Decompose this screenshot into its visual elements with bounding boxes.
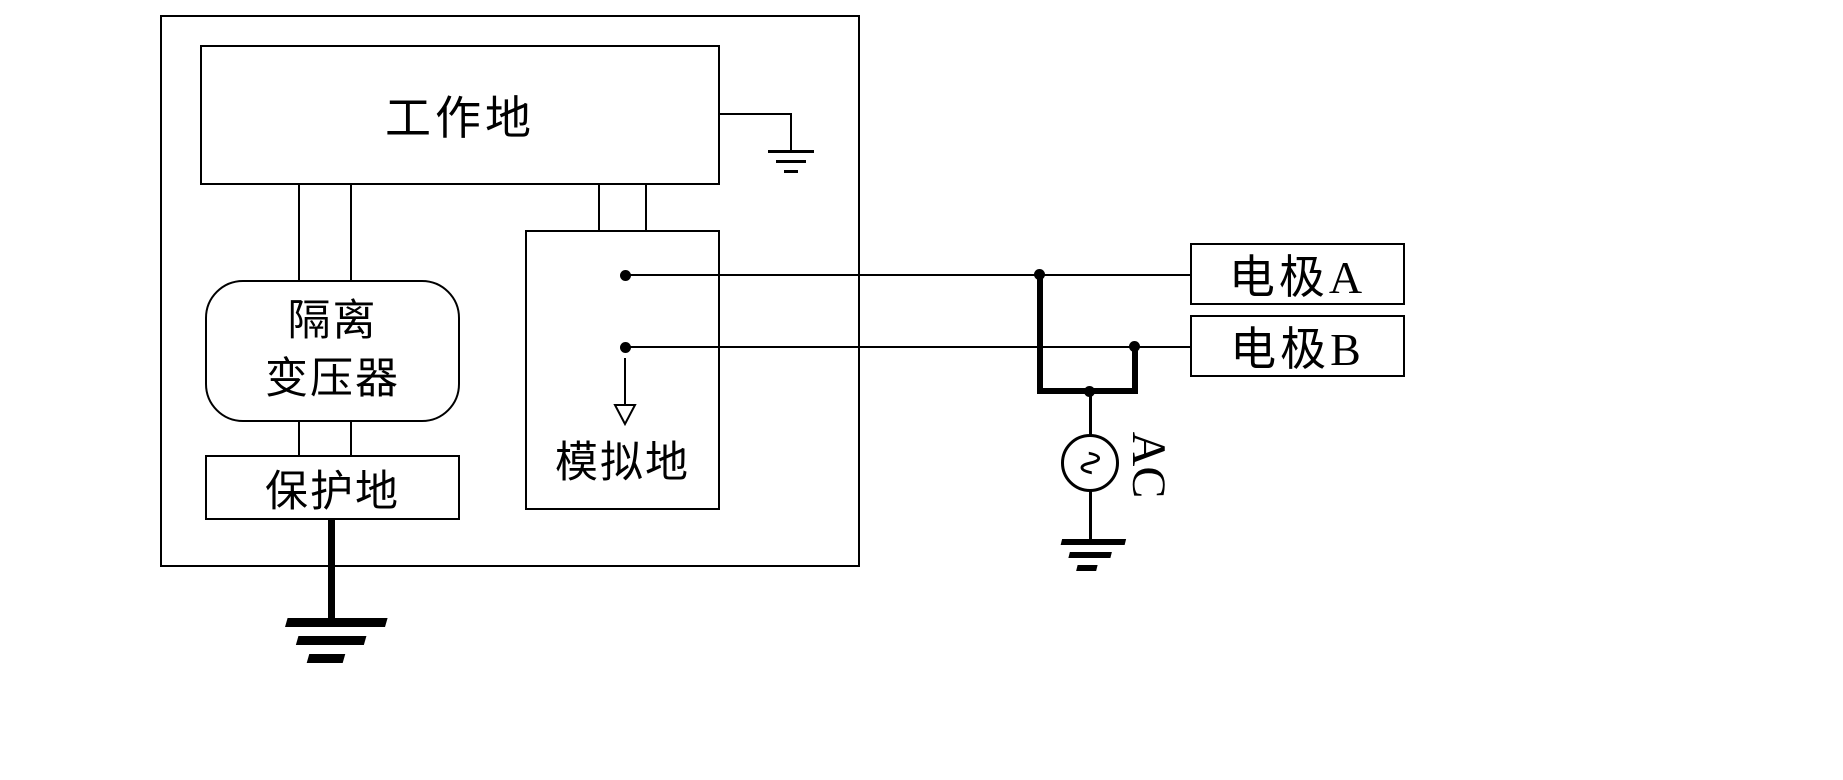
wire-tap-a-down <box>1037 275 1043 394</box>
ground-bar <box>285 618 388 627</box>
wire-analog-left <box>598 185 600 230</box>
junction-dot-ac <box>1084 386 1095 397</box>
wire-electrode-b <box>625 346 1191 348</box>
wire-arrow-shaft <box>624 358 626 404</box>
earth-ground-icon <box>1054 539 1127 572</box>
wire-transformer-right <box>350 185 352 282</box>
ground-bar <box>768 150 814 153</box>
wire-transformer-left <box>298 185 300 282</box>
open-arrowhead-down-icon <box>613 404 637 426</box>
wire-earth-drop <box>790 113 792 152</box>
ground-bar <box>1068 552 1112 558</box>
ground-bar <box>1060 539 1127 545</box>
junction-dot-a <box>1034 269 1045 280</box>
wire-protective-to-earth <box>328 519 335 620</box>
working-ground-box: 工作地 <box>200 45 720 185</box>
electrode-b-label: 电极B <box>1230 324 1365 375</box>
protective-ground-label: 保护地 <box>265 468 400 516</box>
electrode-a-box: 电极A <box>1190 243 1405 305</box>
analog-ground-label: 模拟地 <box>555 440 690 487</box>
wire-protective-right <box>350 420 352 457</box>
wire-to-ac-source <box>1089 394 1092 436</box>
wire-working-ground-to-earth <box>718 113 792 115</box>
isolation-transformer-label: 隔离 变压器 <box>265 293 400 409</box>
earth-ground-icon <box>768 150 814 176</box>
ground-bar <box>295 636 367 645</box>
wire-analog-right <box>645 185 647 230</box>
wire-ac-to-earth <box>1089 490 1092 540</box>
junction-dot-b <box>1129 341 1140 352</box>
protective-ground-box: 保护地 <box>205 455 460 520</box>
working-ground-label: 工作地 <box>385 93 535 144</box>
ground-bar <box>776 160 806 163</box>
ground-bar <box>784 170 798 173</box>
earth-ground-icon <box>274 618 388 664</box>
isolation-transformer-box: 隔离 变压器 <box>205 280 460 422</box>
ac-source-icon: ∿ <box>1061 434 1119 492</box>
ground-bar <box>306 654 346 663</box>
wire-electrode-a <box>625 274 1191 276</box>
wire-tap-b-down <box>1132 347 1138 394</box>
sine-wave-icon: ∿ <box>1069 447 1111 479</box>
wire-protective-left <box>298 420 300 457</box>
isolation-transformer-label-line1: 隔离 <box>287 297 378 345</box>
isolation-transformer-label-line2: 变压器 <box>265 356 400 403</box>
electrode-b-box: 电极B <box>1190 315 1405 377</box>
ground-bar <box>1076 565 1098 571</box>
electrode-a-label: 电极A <box>1228 252 1367 303</box>
ac-source-label: AC <box>1122 431 1176 499</box>
